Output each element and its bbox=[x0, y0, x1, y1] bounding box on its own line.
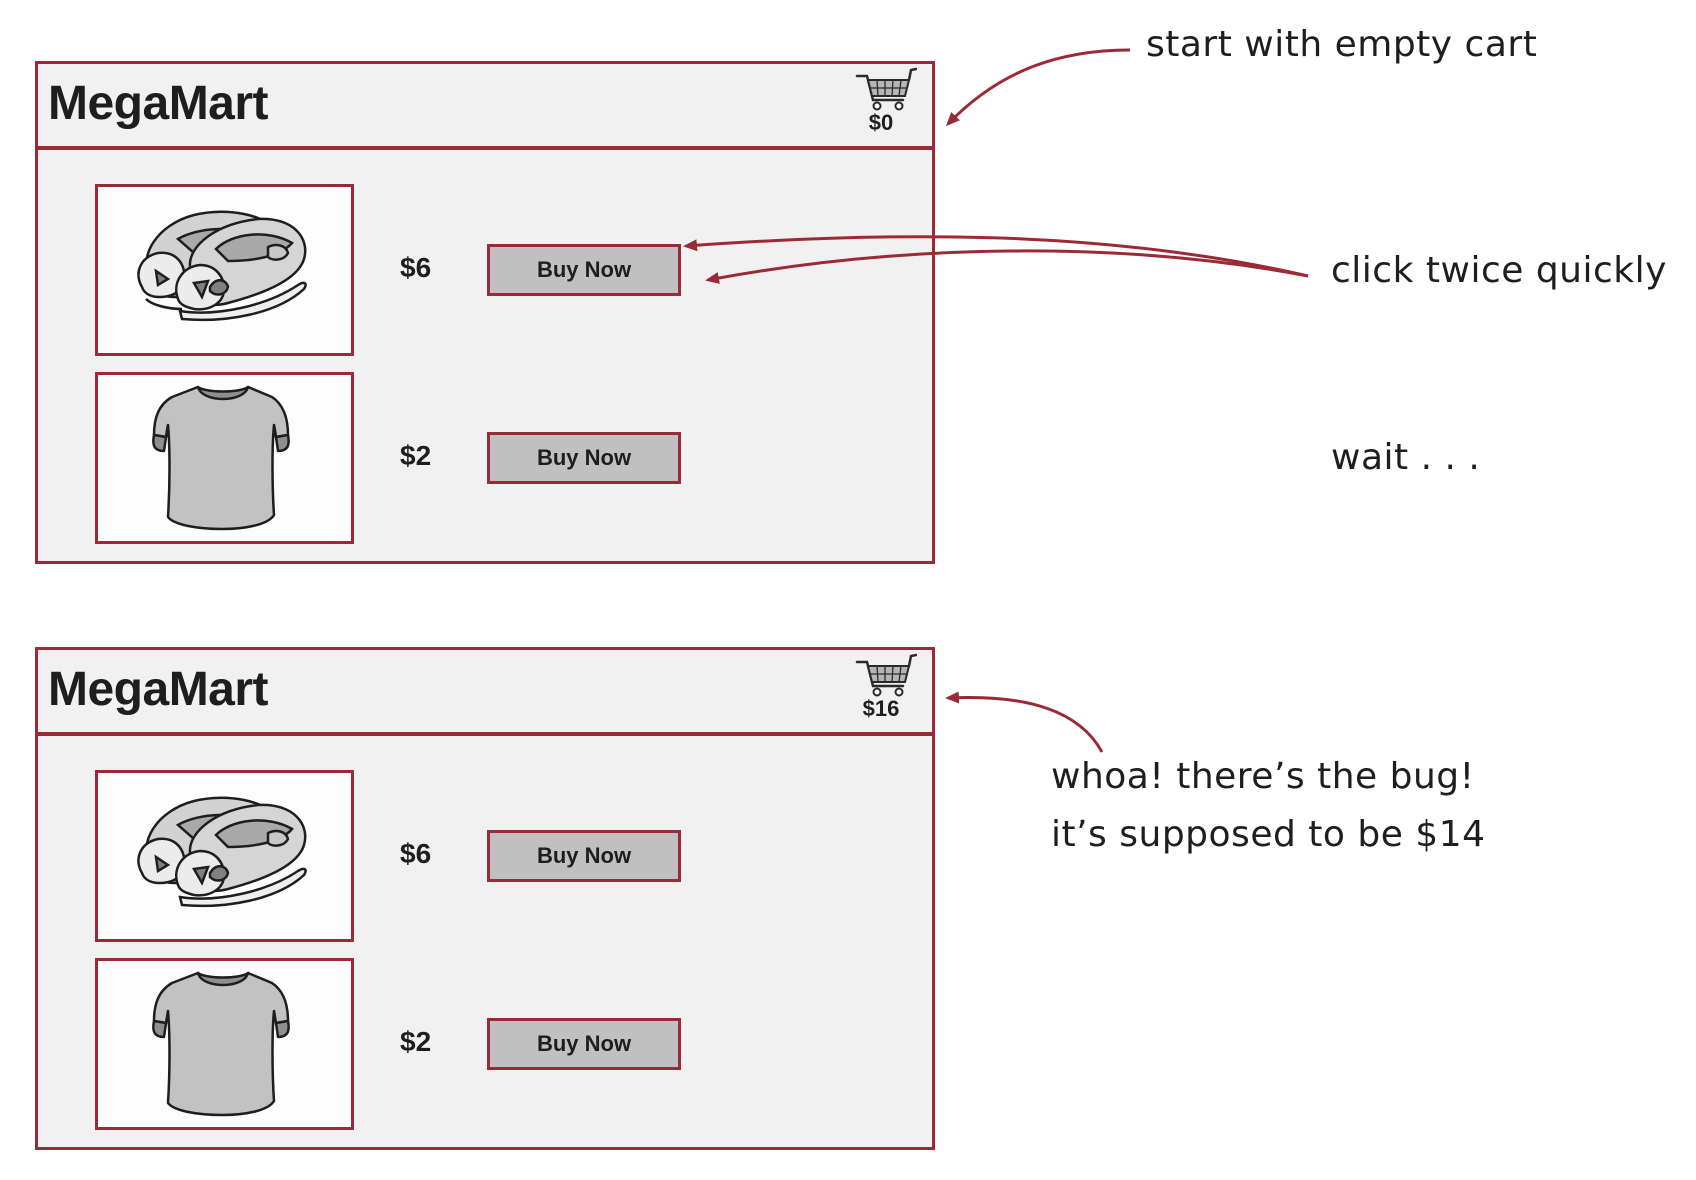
store-window-after: MegaMart $16 bbox=[35, 647, 935, 1150]
cart[interactable]: $0 bbox=[853, 66, 917, 144]
cart-total: $16 bbox=[862, 696, 900, 721]
arrow-click-1 bbox=[683, 235, 1309, 278]
arrow-bug bbox=[945, 691, 1104, 753]
product-price: $6 bbox=[400, 838, 432, 869]
cart[interactable]: $16 bbox=[853, 652, 917, 730]
store-header: MegaMart $0 bbox=[38, 64, 932, 150]
tshirt-image bbox=[152, 385, 290, 531]
product-image-shoes bbox=[95, 184, 354, 356]
product-image-tshirt bbox=[95, 372, 354, 544]
arrow-start bbox=[945, 48, 1131, 127]
brand-logo: MegaMart bbox=[48, 77, 269, 130]
product-image-tshirt bbox=[95, 958, 354, 1130]
buy-now-button[interactable]: Buy Now bbox=[487, 244, 681, 296]
buy-now-button[interactable]: Buy Now bbox=[487, 1018, 681, 1070]
tshirt-image bbox=[152, 971, 290, 1117]
product-image-shoes bbox=[95, 770, 354, 942]
cart-icon bbox=[855, 67, 917, 111]
annotation-bug-line1: whoa! there’s the bug! bbox=[1051, 756, 1475, 797]
shoes-image bbox=[137, 796, 307, 908]
annotation-click: click twice quickly bbox=[1331, 250, 1667, 291]
store-window-before: MegaMart $0 bbox=[35, 61, 935, 564]
arrow-click-2 bbox=[705, 249, 1309, 284]
annotation-wait: wait . . . bbox=[1331, 437, 1481, 478]
buy-now-button[interactable]: Buy Now bbox=[487, 830, 681, 882]
product-price: $6 bbox=[400, 252, 432, 283]
product-price: $2 bbox=[400, 1026, 432, 1057]
cart-total: $0 bbox=[868, 110, 894, 135]
cart-icon bbox=[855, 653, 917, 697]
product-price: $2 bbox=[400, 440, 432, 471]
brand-logo: MegaMart bbox=[48, 663, 269, 716]
shoes-image bbox=[137, 210, 307, 322]
annotation-bug-line2: it’s supposed to be $14 bbox=[1051, 814, 1486, 855]
buy-now-button[interactable]: Buy Now bbox=[487, 432, 681, 484]
store-header: MegaMart $16 bbox=[38, 650, 932, 736]
annotation-start: start with empty cart bbox=[1146, 24, 1538, 65]
